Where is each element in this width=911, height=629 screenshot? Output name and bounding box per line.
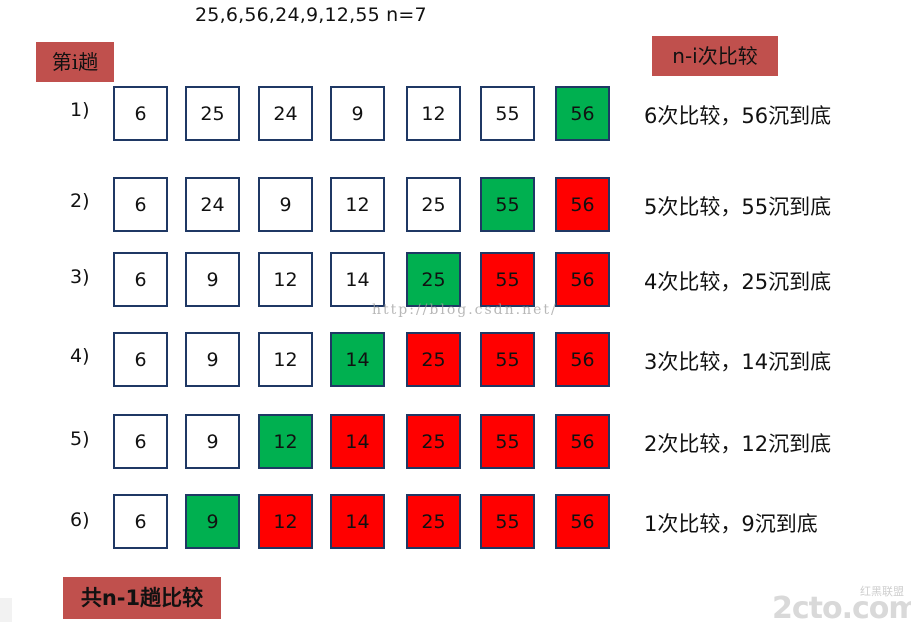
- array-cell: 9: [185, 414, 240, 469]
- sorted-element-cell: 55: [480, 252, 535, 307]
- sorted-element-cell: 55: [480, 332, 535, 387]
- sorted-element-cell: 25: [406, 332, 461, 387]
- array-cell: 9: [258, 177, 313, 232]
- array-cell: 12: [330, 177, 385, 232]
- sorted-element-cell: 56: [555, 177, 610, 232]
- sorted-element-cell: 14: [330, 494, 385, 549]
- sinking-element-cell: 14: [330, 332, 385, 387]
- pass-description: 1次比较，9沉到底: [644, 512, 818, 536]
- sinking-element-cell: 56: [555, 86, 610, 141]
- pass-number: 1): [70, 99, 90, 121]
- array-cell: 12: [258, 252, 313, 307]
- array-cell: 12: [258, 332, 313, 387]
- array-cell: 9: [185, 252, 240, 307]
- pass-description: 5次比较，55沉到底: [644, 195, 832, 219]
- array-cell: 25: [406, 177, 461, 232]
- brand-logo-subtext: 红黑联盟: [860, 585, 904, 598]
- array-cell: 6: [113, 177, 168, 232]
- pass-number: 6): [70, 509, 90, 531]
- array-cell: 9: [185, 332, 240, 387]
- sorted-element-cell: 14: [330, 414, 385, 469]
- pass-number: 3): [70, 266, 90, 288]
- array-cell: 6: [113, 252, 168, 307]
- array-cell: 6: [113, 414, 168, 469]
- sorted-element-cell: 56: [555, 252, 610, 307]
- pass-label: 第i趟: [36, 42, 114, 82]
- sequence-title: 25,6,56,24,9,12,55 n=7: [195, 4, 427, 26]
- pass-number: 2): [70, 190, 90, 212]
- sinking-element-cell: 12: [258, 414, 313, 469]
- sorted-element-cell: 12: [258, 494, 313, 549]
- total-passes-label: 共n-1趟比较: [63, 577, 221, 619]
- sorted-element-cell: 55: [480, 494, 535, 549]
- sinking-element-cell: 9: [185, 494, 240, 549]
- sorted-element-cell: 25: [406, 414, 461, 469]
- array-cell: 6: [113, 86, 168, 141]
- pass-description: 3次比较，14沉到底: [644, 350, 832, 374]
- pass-number: 4): [70, 345, 90, 367]
- brand-logo-text: 2cto.com: [772, 591, 911, 626]
- corner-mark: [0, 598, 12, 622]
- brand-logo: 2cto.com 红黑联盟: [772, 585, 911, 626]
- pass-description: 2次比较，12沉到底: [644, 432, 832, 456]
- sorted-element-cell: 55: [480, 414, 535, 469]
- array-cell: 9: [330, 86, 385, 141]
- sorted-element-cell: 56: [555, 332, 610, 387]
- watermark: http://blog.csdn.net/: [372, 302, 558, 318]
- pass-number: 5): [70, 428, 90, 450]
- array-cell: 6: [113, 494, 168, 549]
- array-cell: 55: [480, 86, 535, 141]
- sorted-element-cell: 56: [555, 414, 610, 469]
- sinking-element-cell: 25: [406, 252, 461, 307]
- array-cell: 6: [113, 332, 168, 387]
- sorted-element-cell: 56: [555, 494, 610, 549]
- pass-description: 4次比较，25沉到底: [644, 270, 832, 294]
- array-cell: 25: [185, 86, 240, 141]
- array-cell: 12: [406, 86, 461, 141]
- sorted-element-cell: 25: [406, 494, 461, 549]
- array-cell: 24: [185, 177, 240, 232]
- array-cell: 14: [330, 252, 385, 307]
- array-cell: 24: [258, 86, 313, 141]
- pass-description: 6次比较，56沉到底: [644, 104, 832, 128]
- comparison-count-label: n-i次比较: [652, 36, 778, 76]
- sinking-element-cell: 55: [480, 177, 535, 232]
